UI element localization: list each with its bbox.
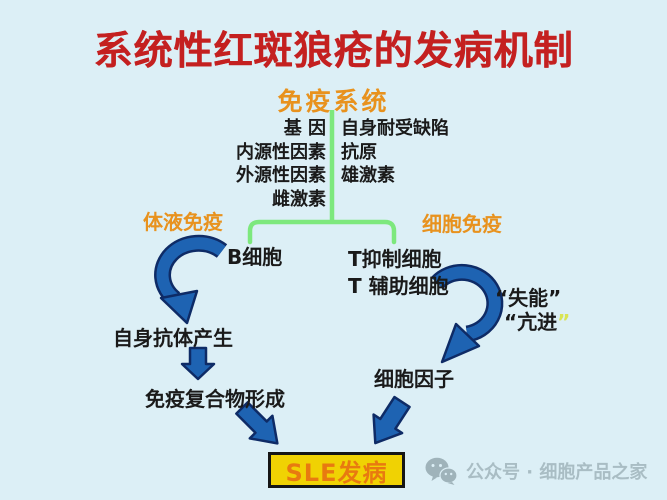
green-branch-bracket — [247, 219, 397, 245]
factor-endogenous: 内源性因素 — [236, 141, 326, 163]
factor-estrogen: 雌激素 — [272, 188, 326, 210]
factor-gene: 基 因 — [283, 118, 326, 139]
anergy-label: “失能” — [495, 286, 562, 310]
page-title: 系统性红斑狼疮的发病机制 — [93, 29, 574, 74]
sle-onset-label: SLE发病 — [285, 458, 388, 487]
down-arrow-autoantibody-to-complex — [180, 346, 216, 381]
cytokine-label: 细胞因子 — [374, 367, 454, 391]
immune-system-label: 免疫系统 — [277, 87, 390, 116]
curved-arrow-bcell-to-autoantibody — [154, 234, 228, 325]
autoantibody-label: 自身抗体产生 — [113, 326, 233, 350]
watermark: 公众号 · 细胞产品之家 — [425, 457, 647, 485]
diagonal-arrow-cytokine-to-sle — [372, 395, 411, 445]
cellular-immunity-label: 细胞免疫 — [422, 212, 502, 236]
hyperactive-closing-quote: ” — [557, 310, 571, 334]
factor-self-tolerance-defect: 自身耐受缺陷 — [341, 118, 449, 139]
curved-arrow-tcell-to-cytokine — [430, 263, 504, 364]
factor-antigen: 抗原 — [341, 141, 377, 163]
hyperactive-label: “亢进” — [504, 310, 571, 334]
humoral-immunity-label: 体液免疫 — [143, 210, 223, 234]
internal-factors-column: 基 因 内源性因素 外源性因素 雌激素 — [120, 117, 326, 211]
t-helper-cell-label: T 辅助细胞 — [348, 274, 449, 298]
t-suppressor-cell-label: T抑制细胞 — [348, 247, 442, 271]
immune-complex-label: 免疫复合物形成 — [145, 387, 285, 411]
factor-androgen: 雄激素 — [341, 165, 395, 186]
watermark-text: 公众号 · 细胞产品之家 — [466, 462, 648, 483]
trigger-factors-column: 自身耐受缺陷 抗原 雄激素 — [341, 117, 449, 188]
diagonal-arrow-complex-to-sle — [235, 401, 279, 445]
wechat-icon — [425, 457, 458, 485]
factor-exogenous: 外源性因素 — [236, 165, 326, 186]
sle-onset-box: SLE发病 — [268, 452, 405, 488]
b-cell-label: B细胞 — [227, 245, 283, 269]
